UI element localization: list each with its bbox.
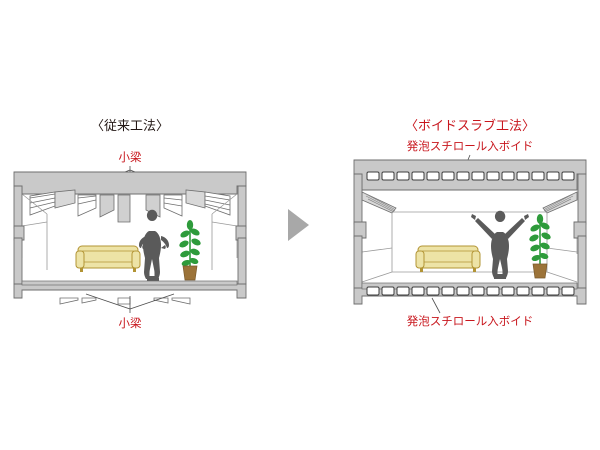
left-ceiling-beams (29, 189, 231, 223)
left-plant (179, 220, 201, 281)
right-panel-title: 〈ボイドスラブ工法〉 (405, 118, 535, 133)
right-label-top: 発泡スチロール入ボイド (407, 139, 534, 153)
left-panel: 〈従来工法〉 小梁 (13, 118, 247, 330)
right-sofa (415, 245, 481, 272)
right-floor-voids (366, 286, 575, 296)
right-bottom-leader-line (431, 297, 441, 314)
left-column-left (13, 185, 25, 285)
left-sofa (75, 245, 141, 272)
transition-arrow (288, 209, 309, 241)
right-panel: 〈ボイドスラブ工法〉 発泡スチロール入ボイド (353, 118, 587, 328)
left-label-top: 小梁 (119, 150, 142, 164)
left-floor-slab (13, 280, 247, 299)
right-label-bottom: 発泡スチロール入ボイド (407, 314, 534, 328)
left-person (139, 209, 169, 281)
right-person (471, 210, 529, 279)
right-ceiling-voids (366, 171, 575, 181)
left-label-bottom: 小梁 (119, 316, 142, 330)
right-plant (529, 214, 551, 279)
right-column-right (573, 173, 587, 289)
left-ceiling-slab (13, 171, 247, 195)
left-bottom-leader-lines (85, 293, 175, 313)
left-panel-title: 〈従来工法〉 (91, 118, 169, 133)
left-floor-beams (59, 297, 191, 305)
right-corner-haunches (361, 191, 578, 214)
left-column-right (235, 185, 247, 285)
